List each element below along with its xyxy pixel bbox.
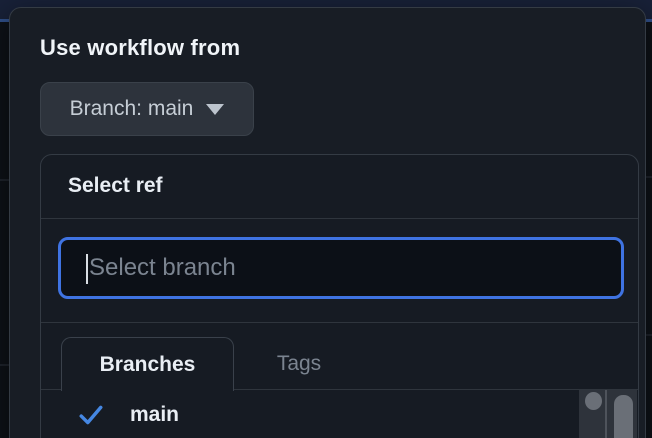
background-row-divider <box>0 179 9 181</box>
chevron-down-icon <box>206 103 225 115</box>
list-scrollbar-thumb[interactable] <box>585 392 602 410</box>
background-row-divider <box>646 334 652 336</box>
ref-filter-input[interactable] <box>58 237 624 299</box>
panel-scrollbar-thumb[interactable] <box>614 395 633 438</box>
scrollbar-separator <box>605 390 607 438</box>
branch-selector-label: Branch: main <box>69 97 194 120</box>
branch-selector-button[interactable]: Branch: main <box>40 82 254 136</box>
tab-branches[interactable]: Branches <box>61 337 234 391</box>
run-workflow-dropdown: Use workflow from Branch: main Select re… <box>9 7 646 438</box>
panel-divider <box>41 218 638 219</box>
check-icon <box>79 405 103 425</box>
select-ref-title: Select ref <box>68 174 163 197</box>
use-workflow-from-title: Use workflow from <box>40 35 241 60</box>
branch-item-label: main <box>130 403 180 426</box>
panel-divider <box>41 322 638 323</box>
tab-branches-label: Branches <box>99 352 196 376</box>
tab-tags-label: Tags <box>276 351 322 375</box>
background-row-divider <box>646 176 652 178</box>
background-row-divider <box>0 364 9 366</box>
tab-tags[interactable]: Tags <box>234 337 364 390</box>
text-cursor <box>86 254 88 284</box>
branch-list-item-main[interactable]: main <box>41 391 571 438</box>
tabs-bottom-border <box>41 389 638 390</box>
select-ref-panel: Select ref Branches Tags main <box>40 154 639 438</box>
